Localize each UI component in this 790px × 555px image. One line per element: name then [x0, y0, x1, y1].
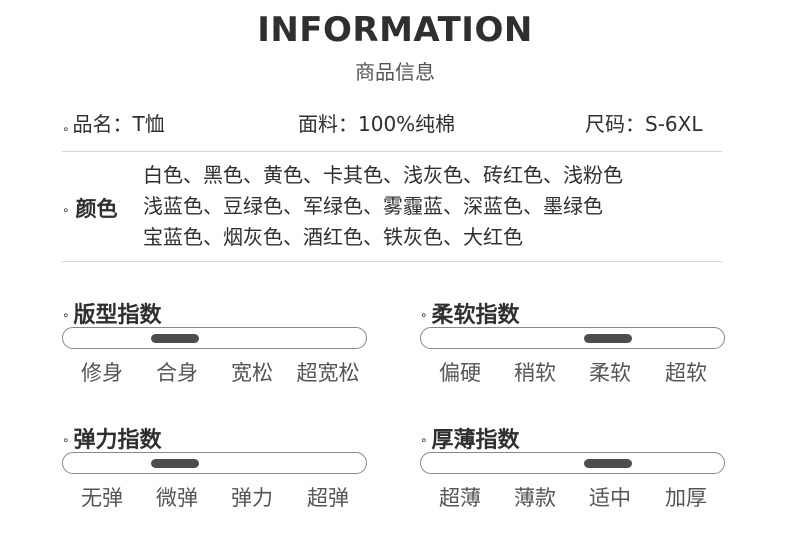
index-title-text: 厚薄指数 — [431, 428, 520, 453]
index-title-text: 版型指数 — [73, 303, 162, 328]
level-label: 薄款 — [514, 486, 556, 510]
index-levels: 超薄 薄款 适中 加厚 — [420, 482, 725, 512]
page-title: INFORMATION — [257, 10, 533, 50]
spec-name-text: 品名：T恤 — [72, 112, 165, 136]
level-label: 超薄 — [439, 486, 481, 510]
index-title: ∘厚薄指数 — [420, 422, 520, 454]
index-elasticity: ∘弹力指数 无弹 微弹 弹力 超弹 — [62, 422, 367, 522]
color-list: 白色、黑色、黄色、卡其色、浅灰色、砖红色、浅粉色 浅蓝色、豆绿色、军绿色、雾霾蓝… — [143, 160, 623, 253]
index-title: ∘版型指数 — [62, 297, 162, 329]
level-label: 合身 — [156, 361, 198, 385]
index-levels: 修身 合身 宽松 超宽松 — [62, 357, 367, 387]
index-levels: 无弹 微弹 弹力 超弹 — [62, 482, 367, 512]
color-label-text: 颜色 — [75, 197, 118, 221]
index-fit: ∘版型指数 修身 合身 宽松 超宽松 — [62, 297, 367, 397]
index-thickness: ∘厚薄指数 超薄 薄款 适中 加厚 — [420, 422, 725, 522]
bullet-icon: ∘ — [62, 203, 70, 217]
color-line: 浅蓝色、豆绿色、军绿色、雾霾蓝、深蓝色、墨绿色 — [143, 194, 603, 218]
index-indicator — [151, 459, 199, 468]
index-track — [62, 327, 367, 349]
bullet-icon: ∘ — [62, 433, 70, 447]
level-label: 弹力 — [231, 486, 273, 510]
index-track — [420, 452, 725, 474]
spec-size: 尺码：S-6XL — [585, 112, 703, 136]
index-title: ∘弹力指数 — [62, 422, 162, 454]
spec-row: ∘品名：T恤 面料：100%纯棉 尺码：S-6XL — [0, 108, 790, 142]
spec-material: 面料：100%纯棉 — [298, 112, 456, 136]
level-label: 微弹 — [156, 486, 198, 510]
index-title-text: 柔软指数 — [431, 303, 520, 328]
color-label: ∘ 颜色 — [62, 193, 118, 223]
color-line: 白色、黑色、黄色、卡其色、浅灰色、砖红色、浅粉色 — [143, 163, 623, 187]
level-label: 加厚 — [665, 486, 707, 510]
index-levels: 偏硬 稍软 柔软 超软 — [420, 357, 725, 387]
spec-name: ∘品名：T恤 — [62, 108, 165, 137]
color-line: 宝蓝色、烟灰色、酒红色、铁灰色、大红色 — [143, 225, 523, 249]
level-label: 修身 — [81, 361, 123, 385]
divider — [62, 261, 722, 262]
level-label: 超宽松 — [296, 361, 360, 385]
level-label: 超软 — [665, 361, 707, 385]
level-label: 适中 — [589, 486, 631, 510]
index-softness: ∘柔软指数 偏硬 稍软 柔软 超软 — [420, 297, 725, 397]
index-title: ∘柔软指数 — [420, 297, 520, 329]
bullet-icon: ∘ — [420, 433, 428, 447]
divider — [62, 151, 722, 152]
index-title-text: 弹力指数 — [73, 428, 162, 453]
index-indicator — [151, 334, 199, 343]
bullet-icon: ∘ — [62, 308, 70, 322]
bullet-icon: ∘ — [420, 308, 428, 322]
level-label: 稍软 — [514, 361, 556, 385]
level-label: 宽松 — [231, 361, 273, 385]
level-label: 超弹 — [307, 486, 349, 510]
level-label: 柔软 — [589, 361, 631, 385]
index-indicator — [584, 334, 632, 343]
index-track — [62, 452, 367, 474]
index-indicator — [584, 459, 632, 468]
page-subtitle: 商品信息 — [355, 60, 435, 84]
bullet-icon: ∘ — [62, 122, 70, 136]
index-track — [420, 327, 725, 349]
level-label: 无弹 — [81, 486, 123, 510]
level-label: 偏硬 — [439, 361, 481, 385]
